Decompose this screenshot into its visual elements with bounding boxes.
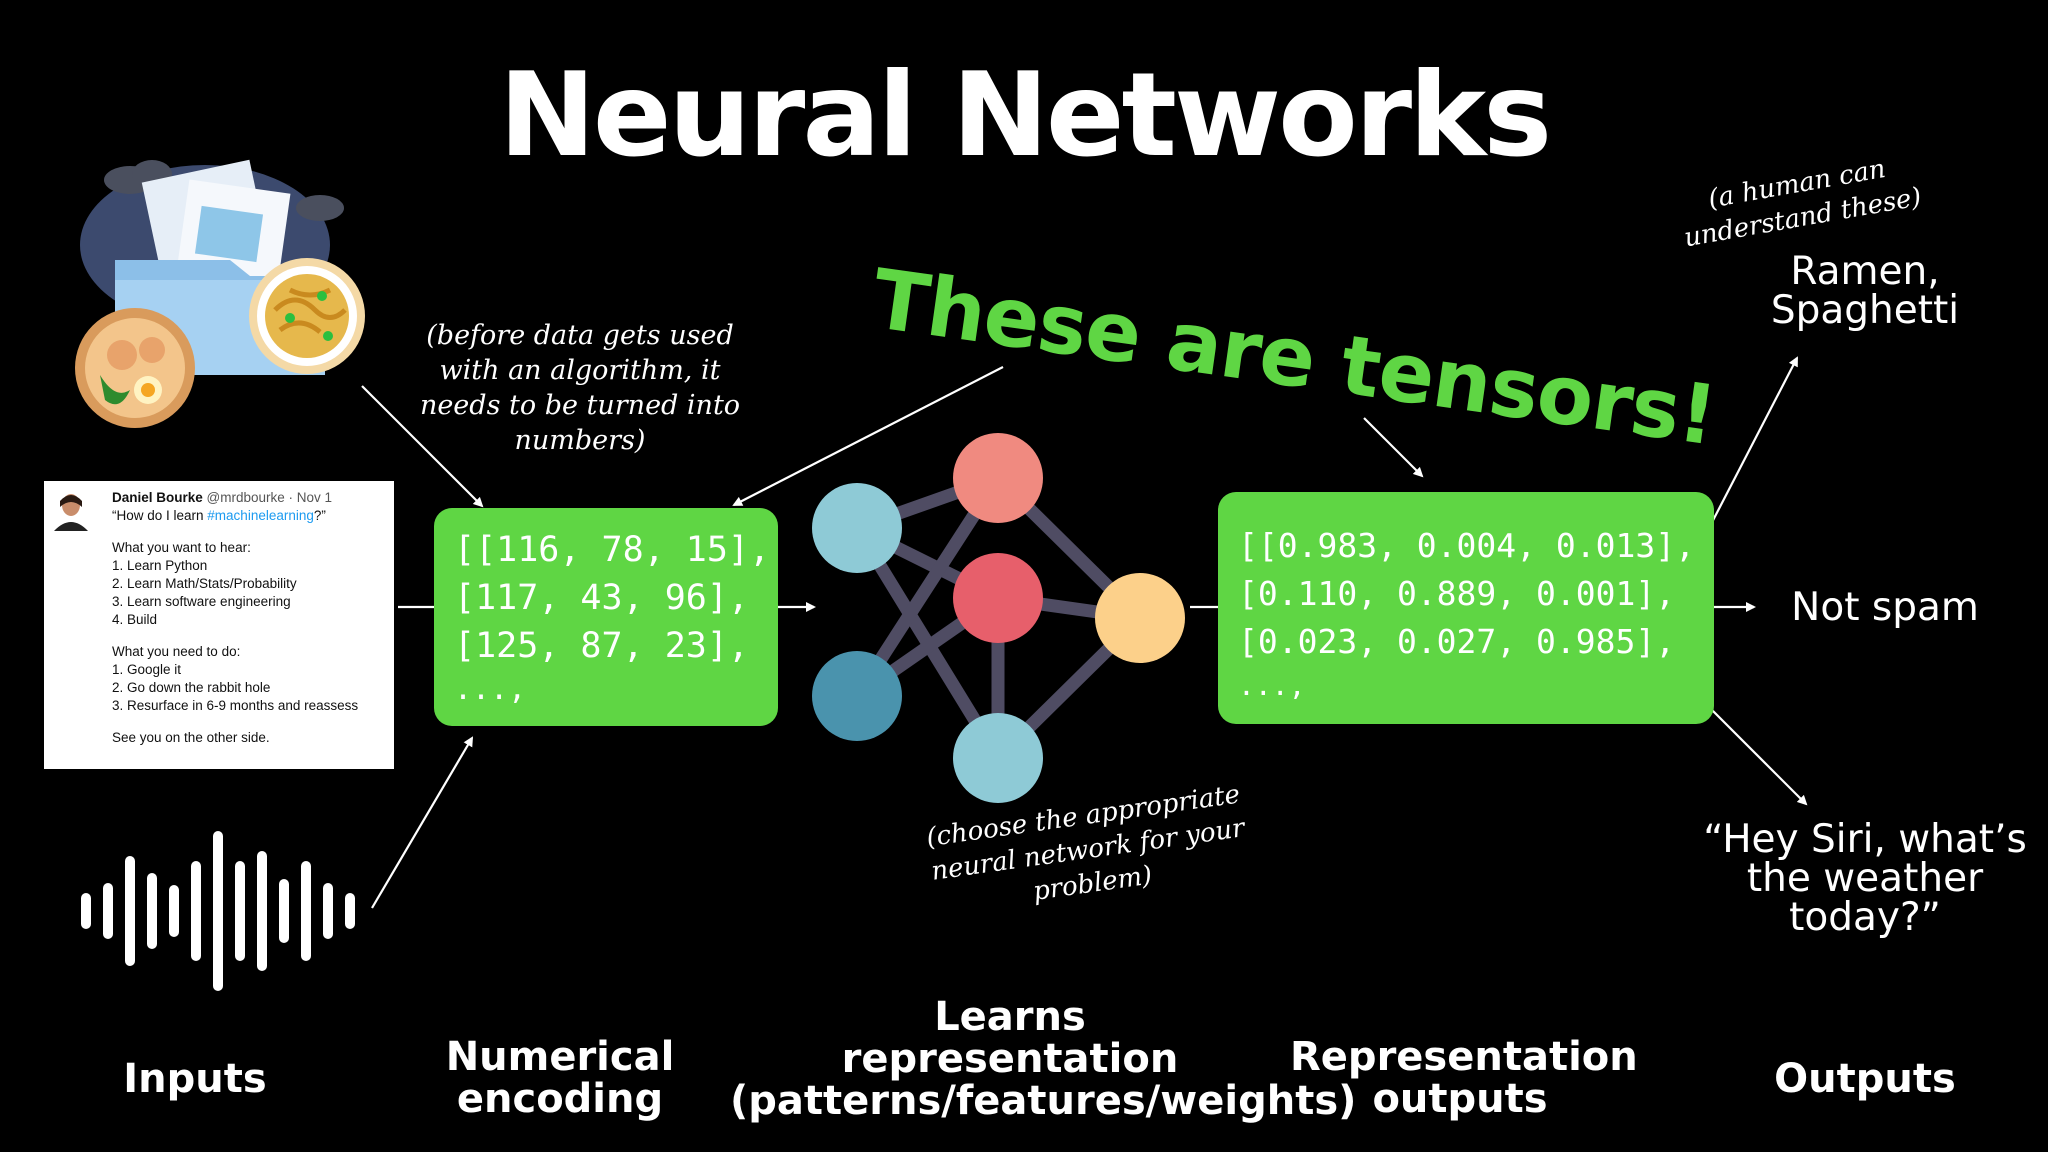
output-spam-label: Not spam xyxy=(1791,585,1979,630)
arrow-representation-to-food xyxy=(1707,356,1798,531)
network-node-hidden-1 xyxy=(953,433,1043,523)
tweet-meta: @mrdbourke · Nov 1 xyxy=(206,490,333,505)
tensor-row: [125, 87, 23], xyxy=(454,626,750,666)
arrow-note-to-encoding xyxy=(732,366,1004,506)
output-speech-text: “Hey Siri, what’s the weather today?” xyxy=(1703,817,2027,940)
tweet-question-suffix: ?” xyxy=(313,508,326,523)
tweet-need-heading: What you need to do: xyxy=(112,644,241,659)
tweet-need-item: 3. Resurface in 6-9 months and reassess xyxy=(112,698,359,713)
tweet-want-item: 2. Learn Math/Stats/Probability xyxy=(112,576,297,591)
avatar xyxy=(54,494,88,531)
encoding-tensor-box: [[116, 78, 15], [117, 43, 96], [125, 87,… xyxy=(434,508,778,726)
tensor-row: ..., xyxy=(1238,669,1306,702)
network-node-hidden-2 xyxy=(953,553,1043,643)
tensor-row: [117, 43, 96], xyxy=(454,578,750,618)
arrow-audio-to-encoding xyxy=(371,736,474,909)
arrow-images-to-encoding xyxy=(361,385,484,508)
tweet-question-prefix: “How do I learn xyxy=(112,508,208,523)
tensor-row: ..., xyxy=(454,672,527,707)
arrow-tensors-to-representation xyxy=(1363,417,1424,478)
network-node-hidden-3 xyxy=(953,713,1043,803)
representation-tensor-box: [[0.983, 0.004, 0.013], [0.110, 0.889, 0… xyxy=(1218,492,1714,724)
tweet-need-item: 1. Google it xyxy=(112,662,182,677)
tweet-card: Daniel Bourke @mrdbourke · Nov 1 “How do… xyxy=(44,481,394,769)
stage-label-outputs: Outputs xyxy=(1774,1056,1956,1102)
tensor-row: [0.110, 0.889, 0.001], xyxy=(1238,574,1676,613)
page-title: Neural Networks xyxy=(498,48,1552,183)
stage-label-encoding: Numerical encoding xyxy=(445,1034,675,1122)
tweet-want-heading: What you want to hear: xyxy=(112,540,251,555)
network-node-output xyxy=(1095,573,1185,663)
stage-label-learns: Learns representation (patterns/features… xyxy=(730,994,1357,1124)
tweet-want-item: 4. Build xyxy=(112,612,158,627)
network-node-input-1 xyxy=(812,483,902,573)
stage-label-representation: Representation outputs xyxy=(1290,1034,1638,1122)
note-before-data: (before data gets used with an algorithm… xyxy=(419,320,741,457)
tensor-row: [[0.983, 0.004, 0.013], xyxy=(1238,526,1695,565)
tensor-row: [[116, 78, 15], xyxy=(454,530,771,570)
output-food-labels: Ramen, Spaghetti xyxy=(1770,249,1960,333)
tweet-hashtag[interactable]: #machinelearning xyxy=(207,508,314,523)
tweet-closing: See you on the other side. xyxy=(112,730,270,745)
tweet-want-item: 3. Learn software engineering xyxy=(112,594,291,609)
image-folder-food-icon xyxy=(75,159,365,428)
tweet-author: Daniel Bourke xyxy=(112,490,203,505)
network-node-input-2 xyxy=(812,651,902,741)
sound-wave-icon xyxy=(81,831,355,991)
neural-network-diagram xyxy=(812,433,1185,803)
tweet-need-item: 2. Go down the rabbit hole xyxy=(112,680,271,695)
tweet-want-item: 1. Learn Python xyxy=(112,558,208,573)
tensor-row: [0.023, 0.027, 0.985], xyxy=(1238,622,1676,661)
stage-label-inputs: Inputs xyxy=(123,1056,267,1102)
